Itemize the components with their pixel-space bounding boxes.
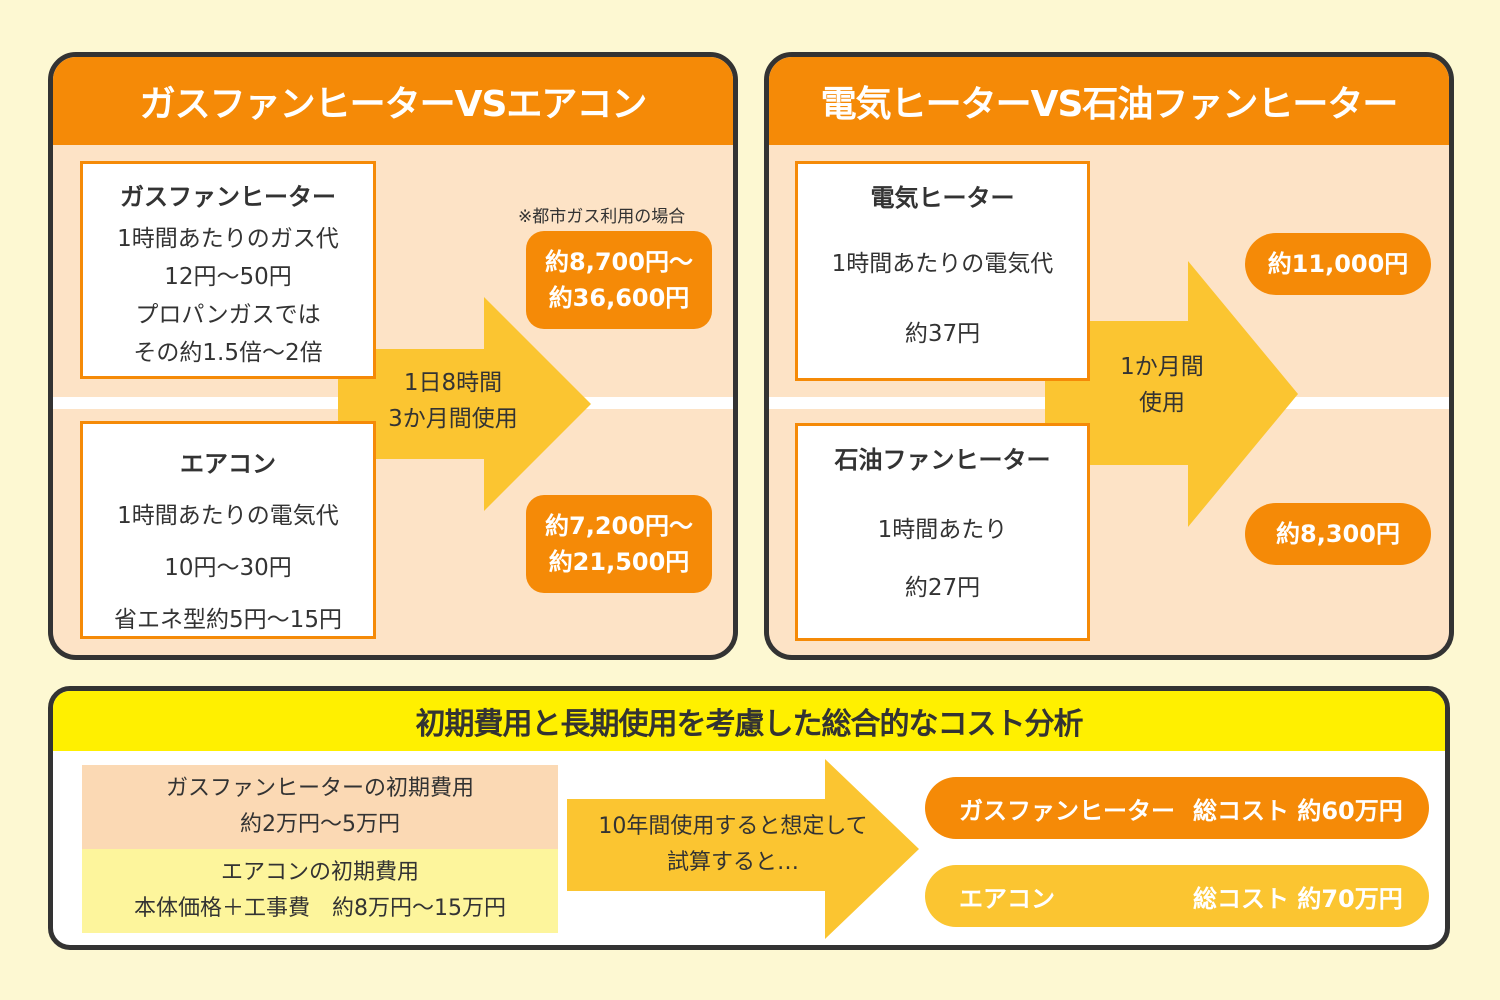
arrow-shape [567,759,919,939]
arrow-shape [338,297,591,511]
total-value: 総コスト 約60万円 [1193,796,1403,825]
usage-line-1: 1日8時間 [403,370,503,396]
cost-line-1: ガスファンヒーターの初期費用 [165,776,474,801]
ac-total-cost: エアコン 総コスト 約70万円 [925,865,1429,927]
electric-heater-box: 電気ヒーター 1時間あたりの電気代 約37円 [795,161,1090,381]
box-line: 1時間あたりのガス代 [117,226,339,252]
box-line: 約37円 [904,321,981,347]
total-value: 総コスト 約70万円 [1193,884,1403,913]
result-line-1: 約7,200円～ [545,512,693,540]
usage-line-2: 3か月間使用 [388,406,518,432]
box-line: 1時間あたり [877,517,1008,543]
panel-title: 電気ヒーターVS石油ファンヒーター [769,57,1449,145]
box-line: 省エネ型約5円～15円 [114,607,342,633]
box-title: 石油ファンヒーター [834,446,1051,474]
arrow-line-1: 10年間使用すると想定して [598,814,868,839]
total-label: ガスファンヒーター [959,796,1175,825]
city-gas-note: ※都市ガス利用の場合 [518,207,686,227]
gas-total-cost: ガスファンヒーター 総コスト 約60万円 [925,777,1429,839]
electric-vs-oil-panel: 電気ヒーターVS石油ファンヒーター 1か月間 使用 電気ヒーター 1時間あたりの… [764,52,1454,660]
panel-title: ガスファンヒーターVSエアコン [53,57,733,145]
cost-line-2: 約2万円～5万円 [240,812,400,837]
air-conditioner-box: エアコン 1時間あたりの電気代 10円～30円 省エネ型約5円～15円 [80,421,376,639]
cost-line-1: エアコンの初期費用 [220,860,419,885]
result-line-2: 約36,600円 [548,284,690,312]
box-line: その約1.5倍～2倍 [133,340,323,366]
gas-vs-ac-panel: ガスファンヒーターVSエアコン 1日8時間 3か月間使用 ガスファンヒーター 1… [48,52,738,660]
usage-line-2: 使用 [1139,390,1185,416]
gas-cost-result: 約8,700円～ 約36,600円 [526,231,712,329]
trial-calculation-text: 10年間使用すると想定して 試算すると… [573,809,893,881]
gas-heater-box: ガスファンヒーター 1時間あたりのガス代 12円～50円 プロパンガスでは その… [80,161,376,379]
electric-cost-result: 約11,000円 [1245,233,1431,295]
box-line: 1時間あたりの電気代 [117,503,339,529]
ac-cost-result: 約7,200円～ 約21,500円 [526,495,712,593]
cost-line-2: 本体価格＋工事費 約8万円～15万円 [134,896,506,921]
oil-cost-result: 約8,300円 [1245,503,1431,565]
box-line: 12円～50円 [164,264,292,290]
panel-title: 初期費用と長期使用を考慮した総合的なコスト分析 [53,691,1445,751]
box-title: エアコン [180,450,276,478]
box-title: 電気ヒーター [870,184,1015,212]
result-line-2: 約21,500円 [548,548,690,576]
gas-initial-cost: ガスファンヒーターの初期費用 約2万円～5万円 [82,765,558,849]
long-term-cost-panel: 初期費用と長期使用を考慮した総合的なコスト分析 ガスファンヒーターの初期費用 約… [48,686,1450,950]
arrow-shape [1045,261,1298,527]
ac-initial-cost: エアコンの初期費用 本体価格＋工事費 約8万円～15万円 [82,849,558,933]
box-title: ガスファンヒーター [120,183,336,211]
box-line: 1時間あたりの電気代 [831,251,1054,277]
box-line: 10円～30円 [164,555,292,581]
oil-fan-heater-box: 石油ファンヒーター 1時間あたり 約27円 [795,423,1090,641]
result-line-1: 約8,700円～ [545,248,693,276]
box-line: プロパンガスでは [135,302,321,328]
usage-line-1: 1か月間 [1120,354,1204,380]
usage-condition: 1か月間 使用 [1072,349,1252,421]
total-label: エアコン [959,884,1055,913]
arrow-line-2: 試算すると… [666,850,799,875]
usage-condition: 1日8時間 3か月間使用 [353,365,553,437]
box-line: 約27円 [904,575,981,601]
